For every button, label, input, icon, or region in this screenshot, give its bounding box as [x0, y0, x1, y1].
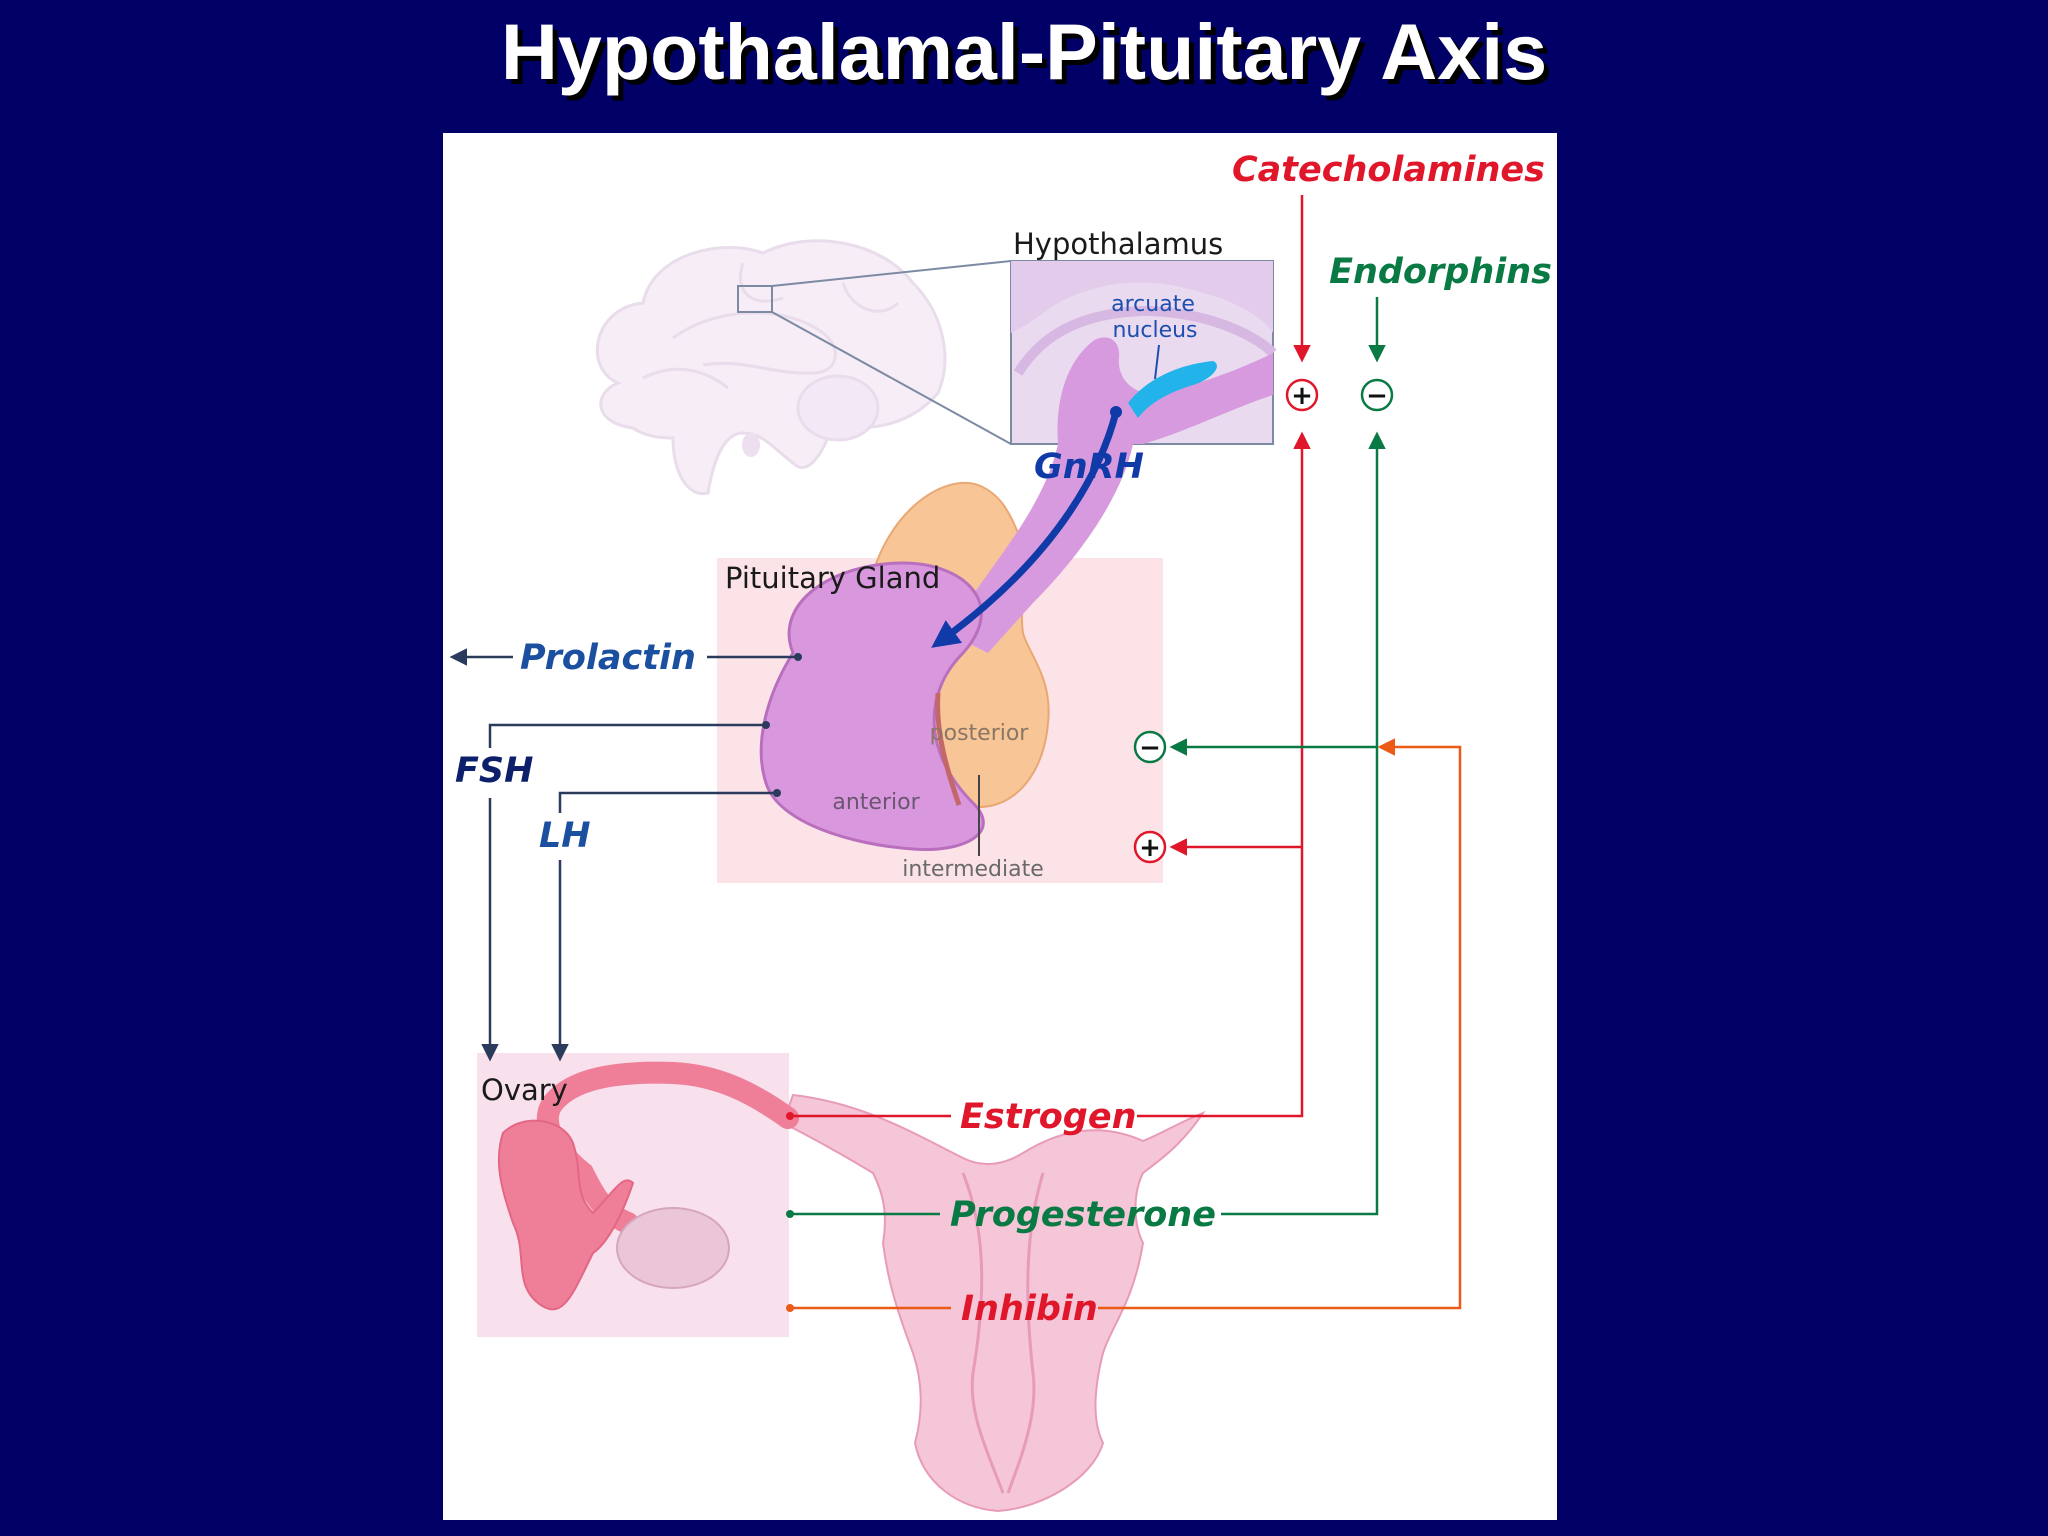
progesterone-feedback-line: [1221, 431, 1386, 1216]
fsh-label: FSH: [455, 751, 533, 791]
uterus-illustration: [781, 1093, 1206, 1513]
pituitary-minus-sign: −: [1139, 733, 1161, 763]
hypothalamus-plus-circle: [1285, 378, 1319, 412]
fallopian-tube: [536, 1061, 799, 1234]
brain-illustration: [595, 239, 947, 496]
anterior-label: anterior: [832, 790, 920, 815]
slide-title: Hypothalamal-Pituitary Axis: [500, 7, 1548, 96]
endorphins-label: Endorphins: [1329, 252, 1552, 292]
hypothalamus-minus-sign: −: [1366, 381, 1388, 411]
inhibin-label: Inhibin: [961, 1289, 1098, 1329]
hypothalamus-label: Hypothalamus: [1013, 227, 1223, 261]
ovary-shape: [616, 1207, 730, 1289]
brain-zoom-box: [737, 285, 773, 313]
fsh-line-top: [488, 723, 766, 748]
anterior-lobe: [759, 561, 985, 852]
hypothalamus-plus-sign: +: [1291, 381, 1313, 411]
lh-line-top: [558, 791, 777, 813]
gnrh-arrow: [931, 411, 1120, 648]
ovary-label: Ovary: [481, 1073, 568, 1107]
posterior-label: posterior: [930, 721, 1030, 746]
hypothalamus-inset: [1010, 260, 1277, 445]
hypothalamus-minus-circle: [1360, 378, 1394, 412]
lh-label: LH: [539, 816, 591, 856]
pituitary-gland-label: Pituitary Gland: [725, 561, 940, 595]
pituitary-plus-circle: [1133, 830, 1167, 864]
estrogen-label: Estrogen: [960, 1097, 1137, 1137]
pituitary-minus-circle: [1133, 730, 1167, 764]
gnrh-label: GnRH: [1034, 447, 1144, 487]
arcuate-nucleus-label-line1: arcuate: [1111, 292, 1195, 317]
diagram-panel: Hypothalamus arcuate nucleus Pituitary G…: [443, 133, 1557, 1520]
prolactin-label: Prolactin: [520, 638, 696, 678]
catecholamines-label: Catecholamines: [1232, 150, 1545, 190]
progesterone-label: Progesterone: [950, 1195, 1216, 1235]
estrogen-feedback-line: [1137, 431, 1311, 1118]
arcuate-nucleus-label-line2: nucleus: [1112, 318, 1197, 343]
intermediate-label: intermediate: [902, 857, 1044, 882]
axis-diagram: Hypothalamus arcuate nucleus Pituitary G…: [449, 150, 1552, 1513]
inhibin-feedback-line: [1098, 738, 1462, 1310]
pituitary-plus-sign: +: [1139, 833, 1161, 863]
